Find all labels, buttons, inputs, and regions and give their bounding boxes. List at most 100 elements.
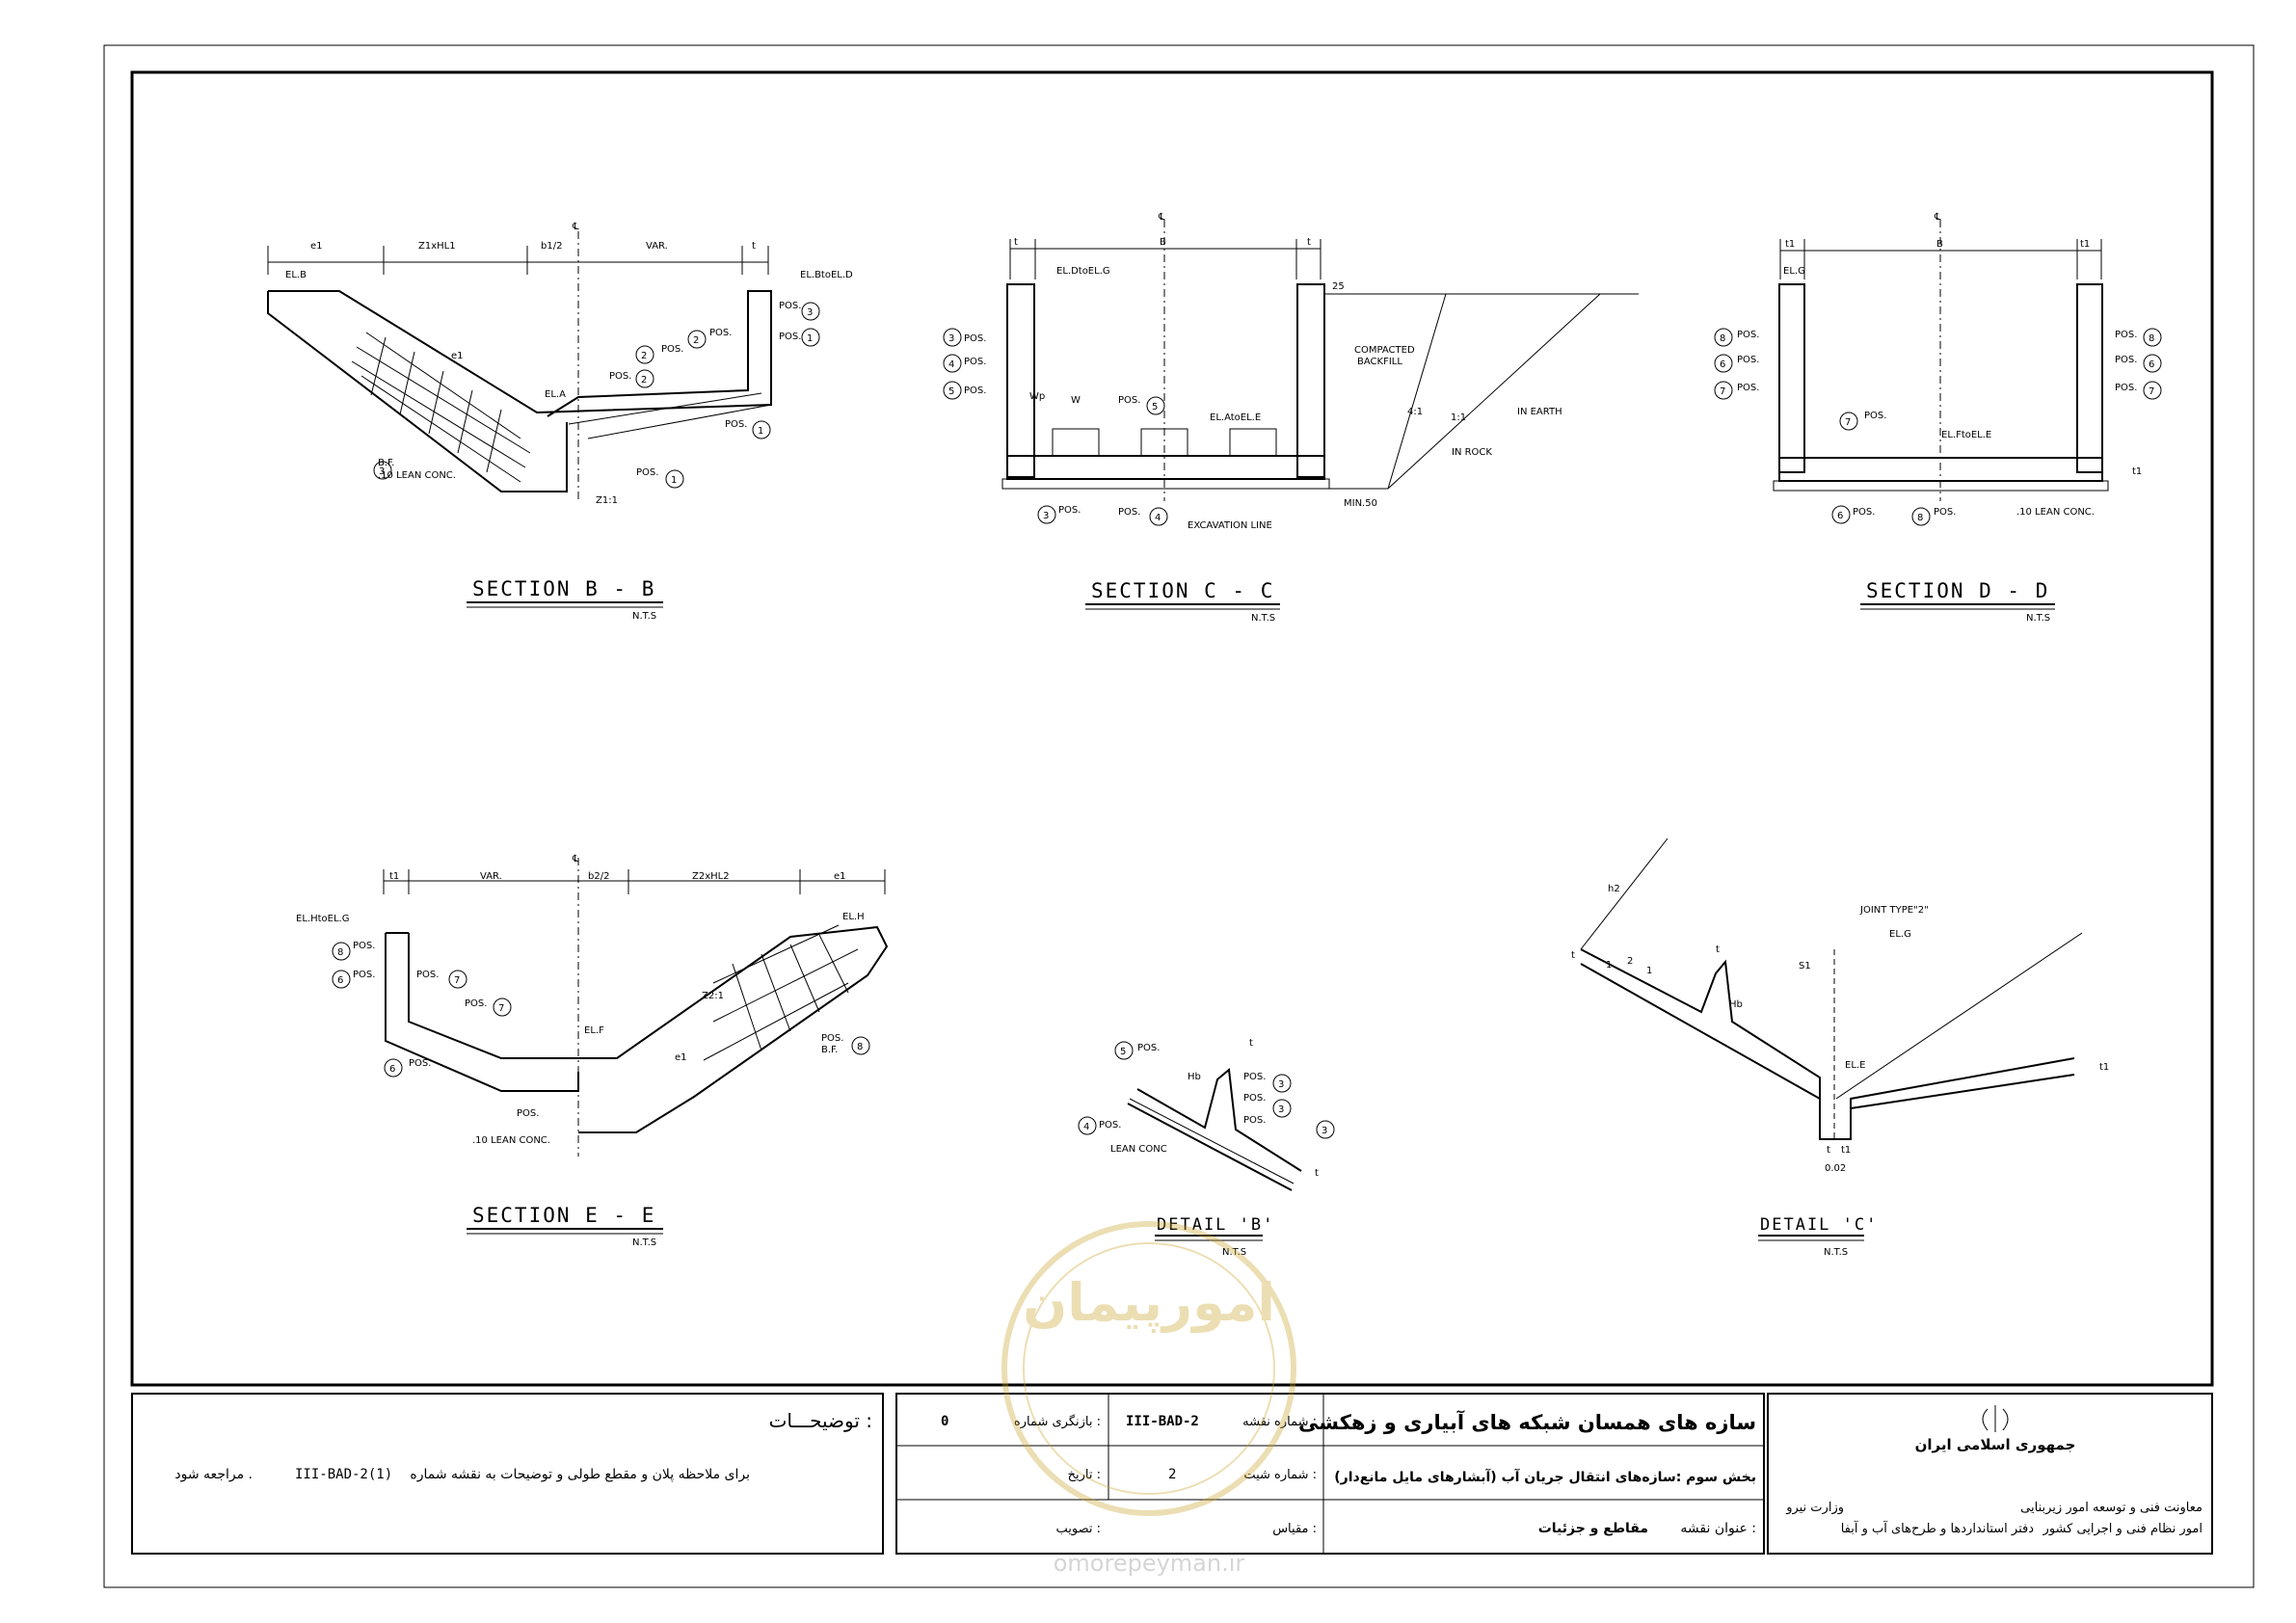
outer-border xyxy=(103,44,2255,1588)
sheet-number: 2 xyxy=(1168,1467,1176,1482)
el-a: EL.A xyxy=(545,389,566,400)
drawing-title: مقاطع و جزئیات xyxy=(1538,1521,1648,1536)
svg-text:عنوان نقشه :: عنوان نقشه : xyxy=(1680,1521,1756,1536)
svg-text:POS.: POS. xyxy=(2115,330,2137,340)
svg-text:5: 5 xyxy=(948,386,954,397)
svg-text:.10 LEAN CONC.: .10 LEAN CONC. xyxy=(378,470,456,481)
authority-box xyxy=(1767,1393,2213,1555)
svg-text:2: 2 xyxy=(693,335,699,346)
svg-text:POS.: POS. xyxy=(709,328,732,338)
svg-text:POS.: POS. xyxy=(779,301,801,311)
svg-text:7: 7 xyxy=(2149,386,2154,397)
svg-text:VAR.: VAR. xyxy=(480,871,502,882)
svg-text:معاونت فنی و توسعه امور زیربنا: معاونت فنی و توسعه امور زیربنایی xyxy=(2020,1501,2203,1515)
svg-text:25: 25 xyxy=(1332,281,1345,292)
notes-text: برای ملاحظه پلان و مقطع طولی و توضیحات ب… xyxy=(410,1467,750,1482)
svg-text:2: 2 xyxy=(641,351,647,361)
svg-text:1: 1 xyxy=(758,426,763,437)
notes-ref: III-BAD-2(1) xyxy=(295,1467,392,1482)
svg-text:B: B xyxy=(1936,239,1943,250)
section-dd-title: SECTION D - D xyxy=(1866,579,2049,602)
section-cc: t B t 25 ℄ EL.DtoEL.G EL.AtoEL.E POS. PO… xyxy=(943,212,1639,624)
svg-text:4: 4 xyxy=(948,359,954,370)
svg-text:1: 1 xyxy=(807,333,813,344)
svg-text:N.T.S: N.T.S xyxy=(1824,1247,1848,1258)
svg-text:e1: e1 xyxy=(834,871,846,882)
svg-text:8: 8 xyxy=(1917,513,1923,523)
svg-text:POS.: POS. xyxy=(1864,411,1886,421)
svg-text:POS.: POS. xyxy=(1934,507,1956,518)
svg-text:e1: e1 xyxy=(675,1052,687,1063)
dim-z1hl1: Z1xHL1 xyxy=(418,241,456,252)
svg-text:POS.: POS. xyxy=(409,1058,431,1069)
svg-text:4: 4 xyxy=(1155,513,1161,523)
svg-text:B.F.: B.F. xyxy=(821,1045,838,1055)
svg-text:POS.: POS. xyxy=(416,970,439,980)
svg-text:شماره نقشه :: شماره نقشه : xyxy=(1242,1415,1317,1429)
svg-text:دفتر استانداردها و طرح‌های آب: دفتر استانداردها و طرح‌های آب و آبفا xyxy=(1841,1520,2035,1536)
svg-text:℄: ℄ xyxy=(572,222,579,232)
svg-text:POS.: POS. xyxy=(609,371,631,382)
emblem-icon xyxy=(1982,1405,2009,1432)
svg-text:POS.: POS. xyxy=(1853,507,1875,518)
svg-text:بازنگری شماره :: بازنگری شماره : xyxy=(1014,1414,1101,1429)
svg-text:7: 7 xyxy=(1845,417,1851,428)
svg-text:مقیاس :: مقیاس : xyxy=(1272,1522,1317,1536)
svg-text:t: t xyxy=(1307,237,1311,248)
svg-text:EL.G: EL.G xyxy=(1783,266,1805,277)
watermark-url: omorepeyman.ir xyxy=(1054,1550,1245,1577)
svg-text:8: 8 xyxy=(337,947,343,958)
svg-text:6: 6 xyxy=(1837,511,1843,521)
svg-text:POS.: POS. xyxy=(1243,1093,1266,1104)
svg-text:W: W xyxy=(1071,395,1081,406)
svg-text:N.T.S: N.T.S xyxy=(632,1237,656,1248)
svg-text:POS.: POS. xyxy=(2115,383,2137,393)
svg-text:Z1:1: Z1:1 xyxy=(596,495,618,506)
svg-text:1: 1 xyxy=(671,475,677,486)
svg-text:N.T.S: N.T.S xyxy=(632,611,656,622)
el-b: EL.B xyxy=(285,270,307,280)
svg-text:t1: t1 xyxy=(2099,1062,2109,1073)
svg-text:امور نظام فنی و اجرایی کشور: امور نظام فنی و اجرایی کشور xyxy=(2042,1522,2203,1536)
svg-text:POS.: POS. xyxy=(779,332,801,342)
svg-text:EL.H: EL.H xyxy=(842,912,865,922)
svg-text:POS.: POS. xyxy=(1118,395,1140,406)
svg-text:Z2:1: Z2:1 xyxy=(702,991,724,1001)
svg-text:3: 3 xyxy=(1278,1079,1284,1090)
svg-text:℄: ℄ xyxy=(1934,212,1941,223)
svg-text:COMPACTED: COMPACTED xyxy=(1354,345,1415,356)
svg-text:5: 5 xyxy=(1152,402,1158,412)
svg-text:℄: ℄ xyxy=(572,854,579,865)
svg-text:t1: t1 xyxy=(1785,239,1795,250)
detail-c-title: DETAIL 'C' xyxy=(1760,1215,1878,1235)
section-ee: t1 VAR. b2/2 Z2xHL2 e1 ℄ EL.HtoEL.G EL.H… xyxy=(296,854,889,1248)
watermark: امورپیمان omorepeyman.ir xyxy=(1001,1221,1296,1577)
svg-text:POS.: POS. xyxy=(465,998,487,1009)
svg-text:3: 3 xyxy=(1322,1126,1327,1136)
svg-text:t1: t1 xyxy=(1841,1145,1851,1156)
svg-text:7: 7 xyxy=(454,975,460,986)
dim-t: t xyxy=(752,241,756,252)
svg-text:0.02: 0.02 xyxy=(1825,1163,1846,1174)
drawing-number: III-BAD-2 xyxy=(1126,1414,1199,1429)
svg-text:EXCAVATION LINE: EXCAVATION LINE xyxy=(1188,520,1272,531)
svg-text:5: 5 xyxy=(1120,1047,1126,1057)
title-block: توضیحـــات : برای ملاحظه پلان و مقطع طول… xyxy=(131,1393,2213,1555)
svg-text:BACKFILL: BACKFILL xyxy=(1357,357,1402,367)
detail-c: JOINT TYPE"2" EL.G EL.E h2 S1 Hb t t t1 … xyxy=(1571,838,2109,1258)
part-title: بخش سوم :سازه‌های انتقال جریان آب (آبشار… xyxy=(1334,1468,1756,1485)
svg-text:Wp: Wp xyxy=(1029,391,1045,402)
svg-text:.10 LEAN CONC.: .10 LEAN CONC. xyxy=(472,1135,550,1146)
svg-text:POS.: POS. xyxy=(1058,505,1081,516)
svg-text:8: 8 xyxy=(1720,333,1725,344)
svg-text:POS.: POS. xyxy=(725,419,747,430)
svg-text:POS.: POS. xyxy=(517,1108,539,1119)
svg-text:JOINT TYPE"2": JOINT TYPE"2" xyxy=(1859,905,1929,916)
svg-text:.10 LEAN CONC.: .10 LEAN CONC. xyxy=(2016,507,2095,518)
dim-var: VAR. xyxy=(646,241,668,252)
svg-text:6: 6 xyxy=(1720,359,1725,370)
svg-text:Hb: Hb xyxy=(1729,999,1743,1010)
svg-text:℄: ℄ xyxy=(1158,212,1165,223)
svg-text:B.F.: B.F. xyxy=(378,458,394,468)
svg-text:4:1: 4:1 xyxy=(1407,407,1423,417)
